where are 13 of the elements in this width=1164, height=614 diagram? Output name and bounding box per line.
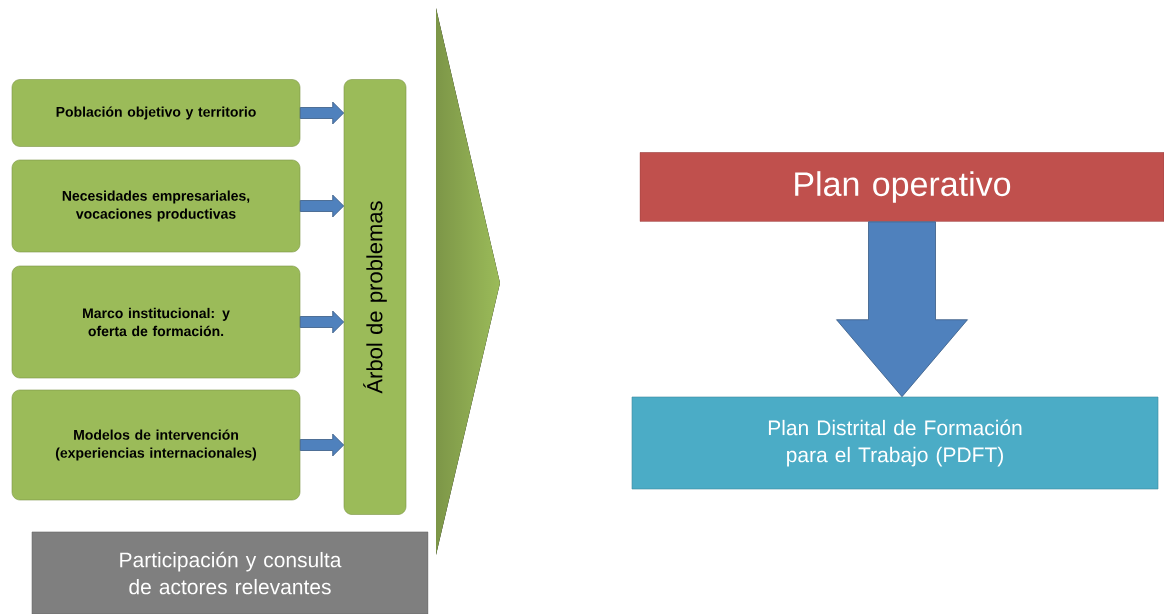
block-arrow — [299, 433, 345, 457]
block-arrow — [299, 101, 345, 125]
vertical-bar: Árbol de problemas — [343, 79, 407, 515]
process-box: Participación y consulta de actores relevantes — [31, 531, 429, 614]
input-box: Marco institucional: y oferta de formación. — [11, 265, 301, 379]
process-box: Plan operativo — [639, 152, 1164, 222]
block-arrow — [836, 221, 968, 398]
input-box: Necesidades empresariales, vocaciones productivas — [11, 159, 301, 253]
input-box: Modelos de intervención (experiencias internacionales) — [11, 389, 301, 501]
input-box: Población objetivo y territorio — [11, 79, 301, 147]
process-box: Plan Distrital de Formación para el Trabajo (PDFT) — [631, 396, 1159, 490]
block-arrow — [299, 194, 345, 218]
block-arrow — [299, 310, 345, 334]
